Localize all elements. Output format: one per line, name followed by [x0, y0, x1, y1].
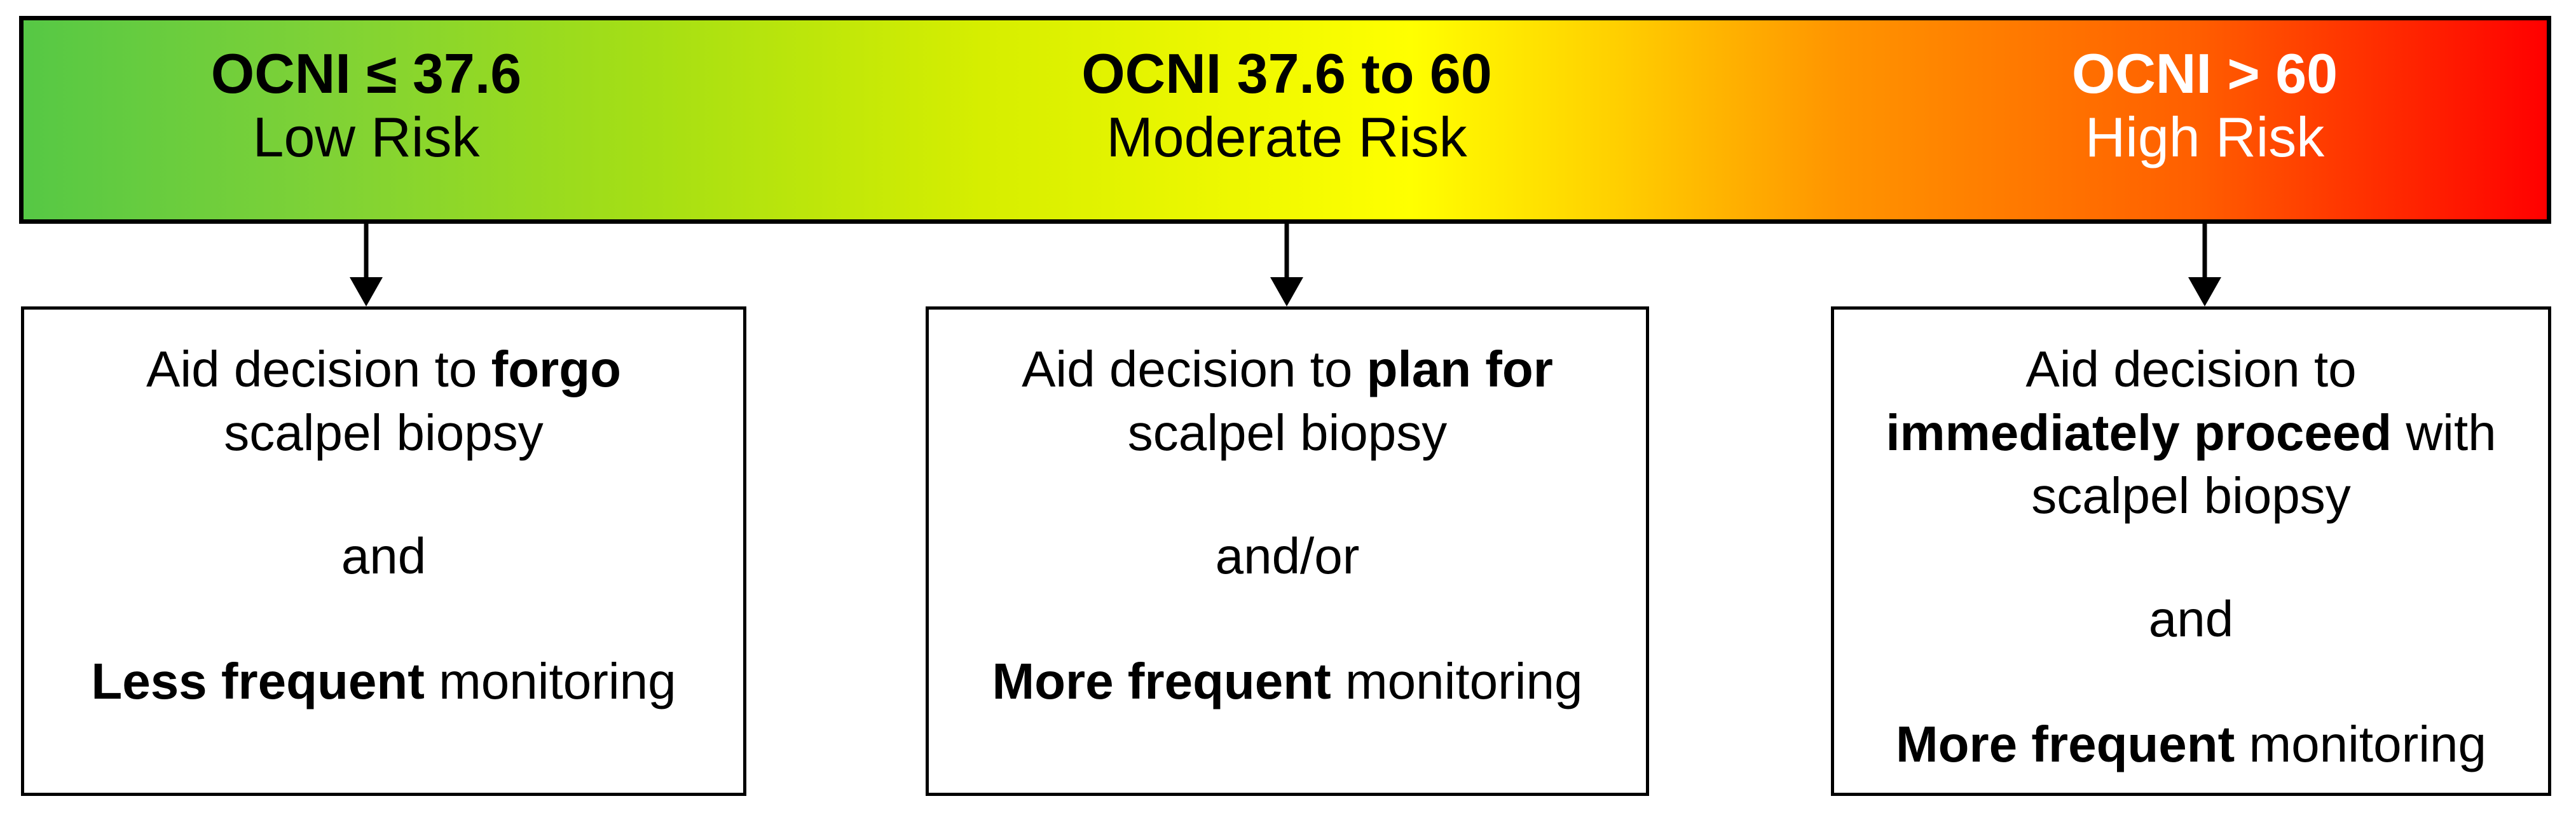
low-box-line2: scalpel biopsy — [224, 404, 544, 461]
moderate-box-connector: and/or — [1215, 528, 1360, 584]
high-box-last-bold: More frequent — [1895, 716, 2235, 772]
moderate-risk-label: OCNI 37.6 to 60 Moderate Risk — [969, 42, 1605, 169]
moderate-risk-level: Moderate Risk — [1106, 106, 1467, 168]
low-risk-box: Aid decision to forgo scalpel biopsy and… — [21, 306, 746, 796]
low-box-line1: Aid decision to forgo — [146, 341, 621, 397]
high-risk-level: High Risk — [2085, 106, 2325, 168]
high-arrow-icon — [2188, 224, 2221, 306]
high-box-line2-bold: immediately proceed — [1886, 404, 2392, 461]
high-risk-label: OCNI > 60 High Risk — [1887, 42, 2523, 169]
high-box-line3: scalpel biopsy — [2031, 467, 2351, 524]
moderate-box-line1: Aid decision to plan for — [1022, 341, 1553, 397]
low-box-last-line: Less frequent monitoring — [91, 653, 676, 709]
moderate-risk-box: Aid decision to plan for scalpel biopsy … — [926, 306, 1649, 796]
moderate-box-last-line: More frequent monitoring — [992, 653, 1583, 709]
moderate-box-line2: scalpel biopsy — [1127, 404, 1448, 461]
high-risk-box: Aid decision to immediately proceed with… — [1831, 306, 2551, 796]
high-box-line2: immediately proceed with — [1886, 404, 2497, 461]
low-risk-range: OCNI ≤ 37.6 — [210, 42, 522, 105]
low-box-connector: and — [341, 528, 427, 584]
high-risk-range: OCNI > 60 — [2071, 42, 2338, 105]
moderate-box-line1-bold: plan for — [1366, 341, 1553, 397]
risk-gradient-bar — [19, 16, 2551, 224]
low-box-line1-bold: forgo — [491, 341, 621, 397]
high-box-last-line: More frequent monitoring — [1895, 716, 2487, 772]
low-arrow-icon — [350, 224, 383, 306]
high-box-connector: and — [2148, 591, 2234, 647]
low-box-last-bold: Less frequent — [91, 653, 425, 709]
moderate-box-last-bold: More frequent — [992, 653, 1331, 709]
low-risk-level: Low Risk — [252, 106, 480, 168]
high-box-line1: Aid decision to — [2025, 341, 2357, 397]
moderate-risk-range: OCNI 37.6 to 60 — [1081, 42, 1492, 105]
low-risk-label: OCNI ≤ 37.6 Low Risk — [48, 42, 684, 169]
moderate-arrow-icon — [1270, 224, 1303, 306]
